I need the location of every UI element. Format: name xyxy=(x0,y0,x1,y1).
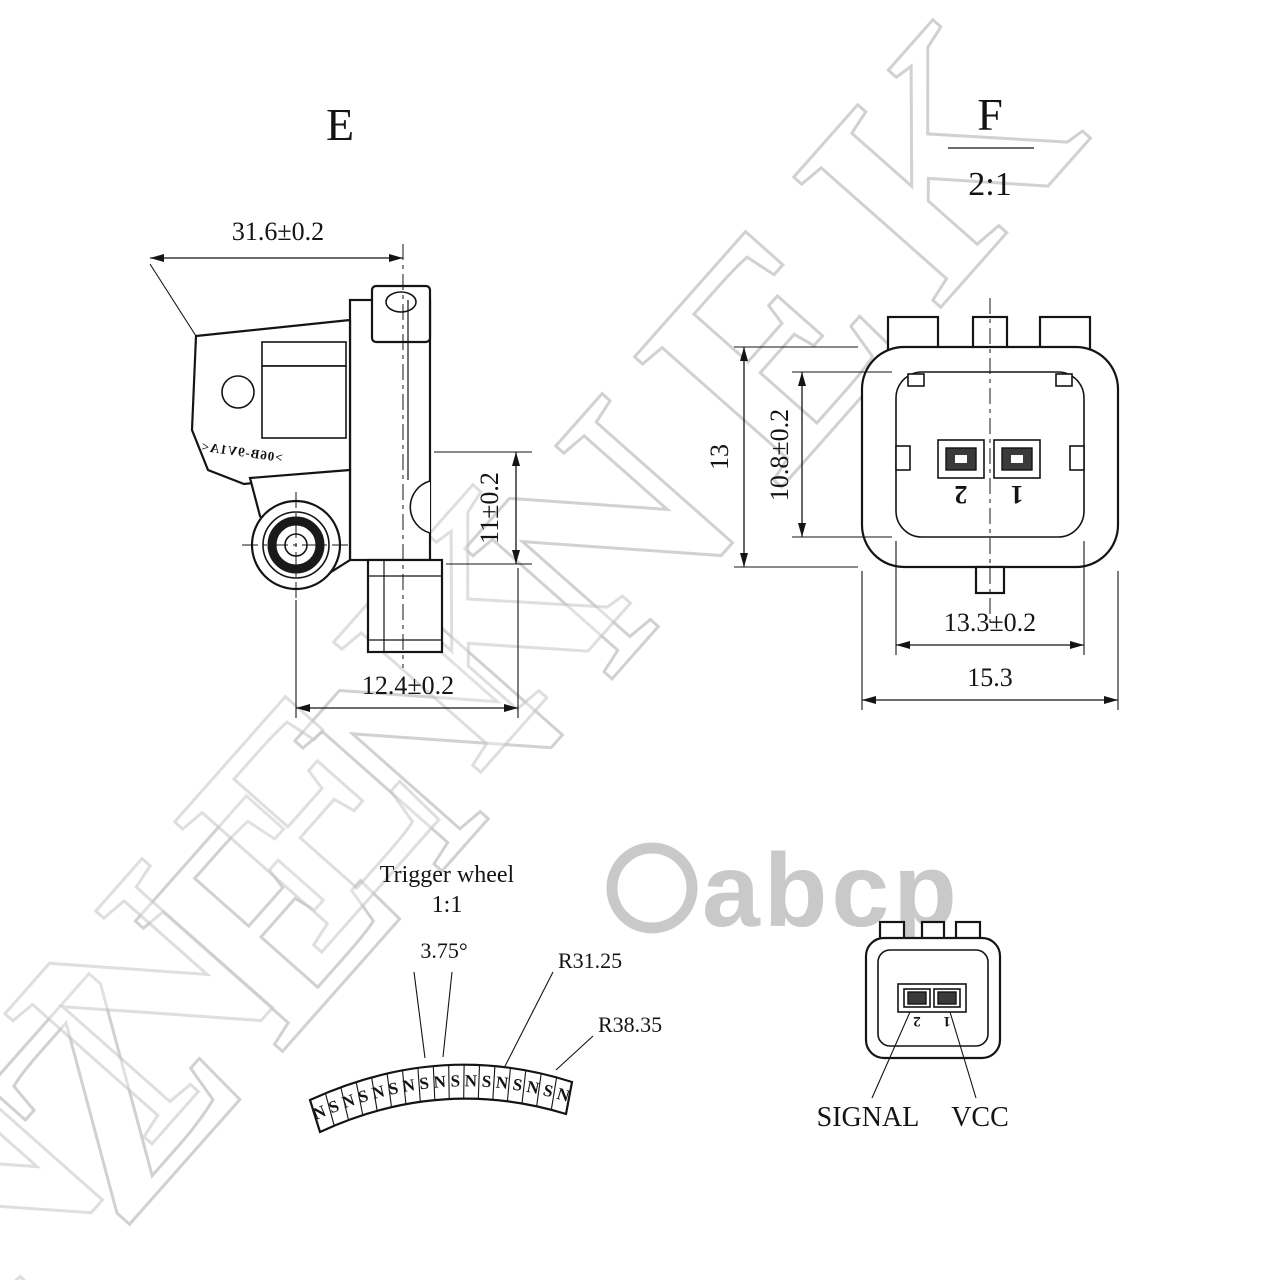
view-f: F 2:1 2 1 13 xyxy=(705,89,1120,710)
bracket-hole xyxy=(221,375,255,409)
pole-band-ticks xyxy=(324,1064,558,1126)
c-pin-1-inner xyxy=(937,991,957,1005)
r-inner-leader xyxy=(499,971,554,1077)
pole-band xyxy=(308,1063,574,1134)
view-f-scale: 2:1 xyxy=(968,166,1011,203)
signal-leader xyxy=(871,1011,911,1099)
trigger-wheel-title: Trigger wheel xyxy=(380,862,515,888)
dim-height-text: 11±0.2 xyxy=(475,472,504,544)
abcp-logo: abcp xyxy=(606,833,961,949)
dim-15-3-text: 15.3 xyxy=(967,663,1013,692)
terminal-1-slit xyxy=(1011,455,1023,463)
terminal-1-label: 1 xyxy=(1011,480,1024,509)
f-tab-left xyxy=(886,315,940,353)
r-inner-text: R31.25 xyxy=(558,948,622,973)
probe-semicircle xyxy=(409,480,431,534)
view-f-label: F xyxy=(977,89,1003,140)
dim-13-3-text: 13.3±0.2 xyxy=(944,608,1036,637)
dim-31-6: 31.6±0.2 xyxy=(149,217,403,337)
logo-ring-icon xyxy=(606,842,698,934)
f-key-mid-right xyxy=(1069,445,1085,471)
dim-12-4: 12.4±0.2 xyxy=(295,568,519,718)
cylinder-bore xyxy=(385,291,417,313)
f-key-mid-left xyxy=(895,445,911,471)
dim-11: 11±0.2 xyxy=(434,451,532,565)
angle-line-right xyxy=(442,971,453,1058)
view-e-label: E xyxy=(326,99,354,150)
bracket-panel xyxy=(261,365,347,439)
dim-13-3: 13.3±0.2 xyxy=(895,541,1085,655)
vcc-leader xyxy=(949,1011,977,1099)
r-outer-leader xyxy=(555,1035,594,1071)
dim-width-text: 31.6±0.2 xyxy=(232,217,324,246)
view-e: E >06B-9V1A< 31.6±0.2 xyxy=(149,99,532,718)
connector-stub xyxy=(366,558,444,654)
c-pin-1-label: 1 xyxy=(943,1013,951,1029)
f-key-top-right xyxy=(1055,373,1073,387)
angle-text: 3.75° xyxy=(420,938,467,963)
c-pin-2-inner xyxy=(907,991,927,1005)
trigger-wheel-scale: 1:1 xyxy=(432,892,463,918)
signal-label: SIGNAL xyxy=(817,1102,920,1133)
terminal-2-label: 2 xyxy=(955,480,968,509)
dim-10-8-text: 10.8±0.2 xyxy=(765,409,794,501)
vcc-label: VCC xyxy=(951,1102,1009,1133)
connector-pinout-view: 2 1 SIGNAL VCC xyxy=(817,920,1009,1133)
dim-15-3: 15.3 xyxy=(861,571,1119,710)
bracket-slot xyxy=(261,341,347,367)
logo-text: abcp xyxy=(702,833,961,949)
dim-10-8: 10.8±0.2 xyxy=(765,371,892,538)
dim-13-text: 13 xyxy=(705,444,734,470)
c-pin-2-label: 2 xyxy=(913,1013,921,1029)
dim-bottom-text: 12.4±0.2 xyxy=(362,671,454,700)
dim-13: 13 xyxy=(705,346,858,568)
f-key-top-left xyxy=(907,373,925,387)
terminal-2-slit xyxy=(955,455,967,463)
angle-line-left xyxy=(413,971,426,1059)
r-outer-text: R38.35 xyxy=(598,1012,662,1037)
